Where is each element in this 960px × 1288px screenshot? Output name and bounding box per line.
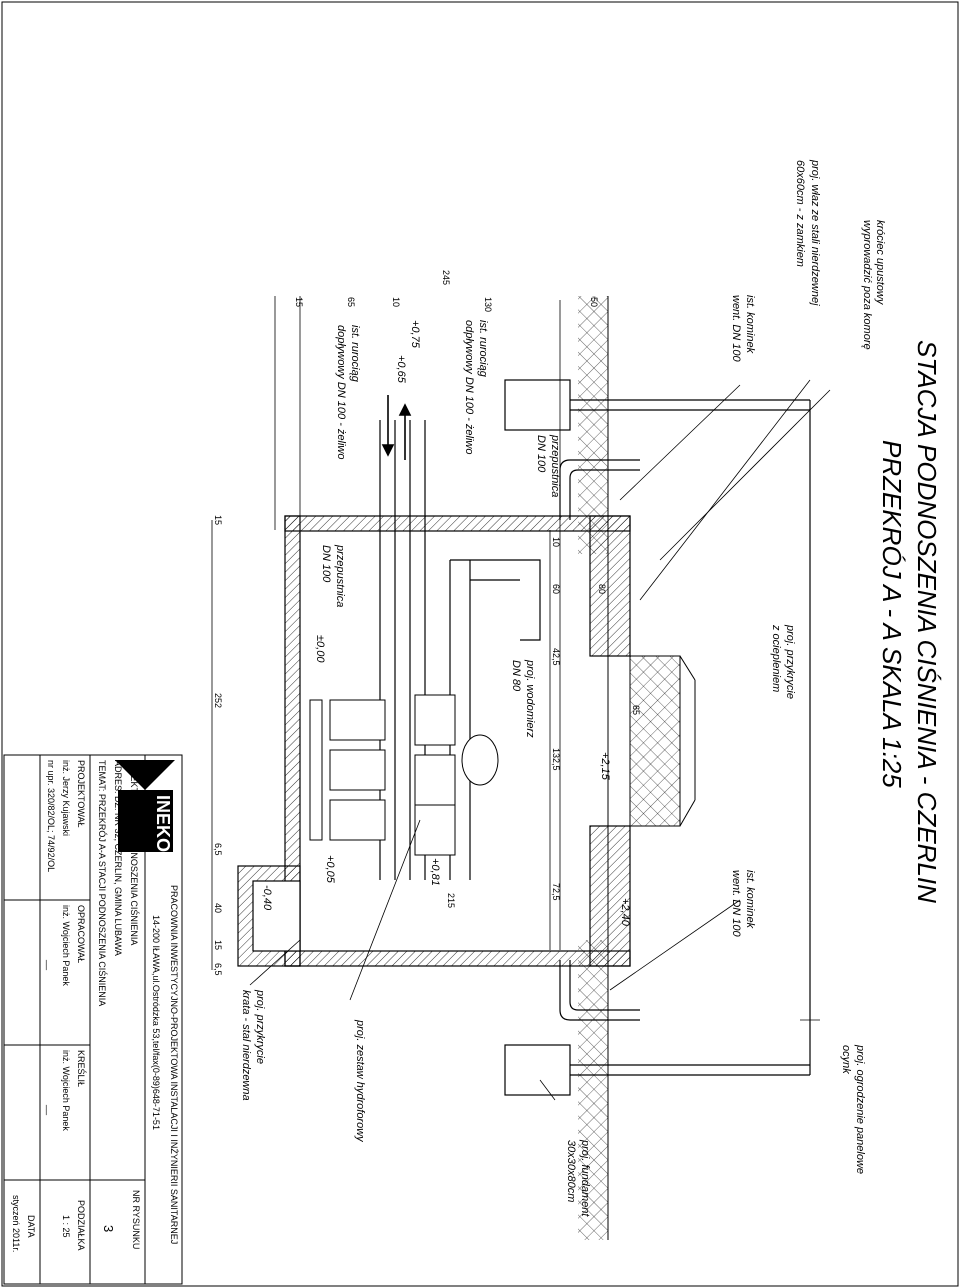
dim-215: 215	[446, 893, 456, 909]
tb-temat: TEMAT: PRZEKRÓJ A-A STACJI PODNOSZENIA C…	[97, 760, 107, 1007]
pump-set	[309, 694, 499, 856]
label-przykrycie-krata: proj. przykrycie	[254, 990, 266, 1064]
dim-60: 60	[551, 584, 561, 595]
label-fundament: proj. fundament	[579, 1140, 591, 1217]
level-075: +0,75	[409, 320, 421, 348]
tb-adres: ADRES: DZ. NR 32, CZERLIN, GMINA LUBAWA	[113, 760, 123, 956]
label-fundament-2: 30x30x80cm	[565, 1140, 577, 1203]
tb-oprac-name: inż. Wojciech Panek	[61, 905, 71, 986]
dim-50: 50	[589, 297, 599, 308]
label-rurociag-odp: ist. rurociąg	[477, 320, 489, 377]
level-005: +0,05	[324, 855, 336, 883]
dim-10b: 10	[551, 537, 561, 548]
dim-725: 72,5	[551, 883, 561, 901]
level-240: +2,40	[619, 898, 631, 926]
dim-15a: 15	[294, 297, 304, 308]
label-przepustnica-top-2: DN 100	[535, 435, 547, 473]
leader-lines	[249, 379, 831, 1101]
title-line2: PRZEKRÓJ A - A SKALA 1:25	[877, 440, 907, 788]
tb-podz-value: 1 : 25	[61, 1215, 71, 1238]
label-ogrodzenie: proj. ogrodzenie panelowe	[854, 1045, 866, 1175]
label-wodomierz-2: DN 80	[510, 660, 522, 692]
vent-pipes	[559, 459, 640, 1021]
tb-obiekt: OBIEKT: STACJA PODNOSZENIA CIŚNIENIA	[129, 760, 139, 946]
dim-65c: 6,5	[213, 843, 223, 856]
level-065: +0,65	[395, 355, 407, 383]
tb-nr-label: NR RYSUNKU	[131, 1190, 141, 1250]
label-zestaw: proj. zestaw hydroforowy	[354, 1020, 366, 1142]
label-przykrycie-ocieplenie-2: z ociepleniem	[770, 625, 782, 693]
dim-10a: 10	[391, 297, 401, 308]
dim-1325: 132,5	[551, 748, 561, 771]
flow-arrows	[381, 395, 412, 460]
label-kraciec-2: wyprowadzić poza komorę	[861, 220, 873, 350]
fence	[504, 379, 811, 1096]
label-przepustnica-top: przepustnica	[549, 435, 561, 498]
label-przykrycie-krata-2: krata - stal nierdzewna	[240, 990, 252, 1101]
dim-130: 130	[483, 297, 493, 313]
dim-40: 40	[213, 903, 223, 914]
label-wodomierz: proj. wodomierz	[524, 660, 536, 738]
label-wlaz-2: 60x60cm - z zamkiem	[794, 160, 806, 267]
dim-65a: 65	[346, 297, 356, 308]
label-kominek-left-2: went. DN 100	[730, 295, 742, 362]
tb-logo-text: INEKO	[153, 795, 173, 853]
tb-data-value: styczeń 2011r.	[11, 1195, 21, 1253]
tb-nr-value: 3	[101, 1225, 116, 1233]
dim-245: 245	[441, 270, 451, 286]
label-kominek-right-2: went. DN 100	[730, 870, 742, 937]
label-wlaz: proj. właz ze stali nierdzewnej	[809, 160, 821, 306]
tb-proj-label: PROJEKTOWAŁ	[76, 760, 86, 828]
level-081: +0,81	[429, 858, 441, 886]
dim-15b: 15	[213, 515, 223, 526]
label-kominek-right: ist. kominek	[744, 870, 756, 929]
tb-proj-name: inż. Jerzy Kujawski	[61, 760, 71, 837]
tb-company-1: PRACOWNIA INWESTYCYJNO-PROJEKTOWA INSTAL…	[169, 885, 179, 1245]
tb-data-label: DATA	[26, 1215, 36, 1238]
title-line1: STACJA PODNOSZENIA CIŚNIENIA - CZERLIN	[912, 340, 942, 903]
dim-15c: 15	[213, 940, 223, 951]
ineko-logo	[115, 760, 175, 852]
dim-80: 80	[597, 584, 607, 595]
label-rurociag-dop: ist. rurociąg	[349, 325, 361, 382]
label-przepustnica-bot: przepustnica	[334, 545, 346, 608]
tb-kresl-dash: __	[46, 1105, 56, 1116]
tb-kresl-label: KREŚLIŁ	[76, 1050, 86, 1088]
ground-soil	[578, 296, 609, 1240]
tb-oprac-label: OPRACOWAŁ	[76, 905, 86, 964]
label-przepustnica-bot-2: DN 100	[320, 545, 332, 583]
label-kominek-left: ist. kominek	[744, 295, 756, 354]
dim-425: 42,5	[551, 648, 561, 666]
level-040: -0,40	[261, 885, 273, 911]
tb-oprac-dash: __	[46, 960, 56, 971]
tb-proj-upr: nr upr. 320/82/OL; 74/92/OL	[46, 760, 56, 873]
label-rurociag-dop-2: dopływowy DN 100 - żeliwo	[335, 325, 347, 460]
dimension-lines	[211, 296, 561, 970]
dim-65b: 65	[631, 705, 641, 716]
label-rurociag-odp-2: odpływowy DN 100 - żeliwo	[463, 320, 475, 455]
dim-65d: 6,5	[213, 963, 223, 976]
roof-cover	[590, 655, 696, 827]
level-215: +2,15	[599, 752, 611, 780]
tb-company-2: 14-200 IŁAWA,ul.Ostródzka 53,tel/fax(0-8…	[151, 915, 161, 1130]
label-ogrodzenie-2: ocynk	[840, 1045, 852, 1074]
pipes	[379, 420, 541, 880]
level-000: ±0,00	[314, 635, 326, 663]
dim-252: 252	[213, 693, 223, 709]
tb-podz-label: PODZIAŁKA	[76, 1200, 86, 1251]
tb-kresl-name: inż. Wojciech Panek	[61, 1050, 71, 1131]
label-przykrycie-ocieplenie: proj. przykrycie	[784, 625, 796, 699]
label-kraciec: króciec upustowy	[874, 220, 886, 305]
